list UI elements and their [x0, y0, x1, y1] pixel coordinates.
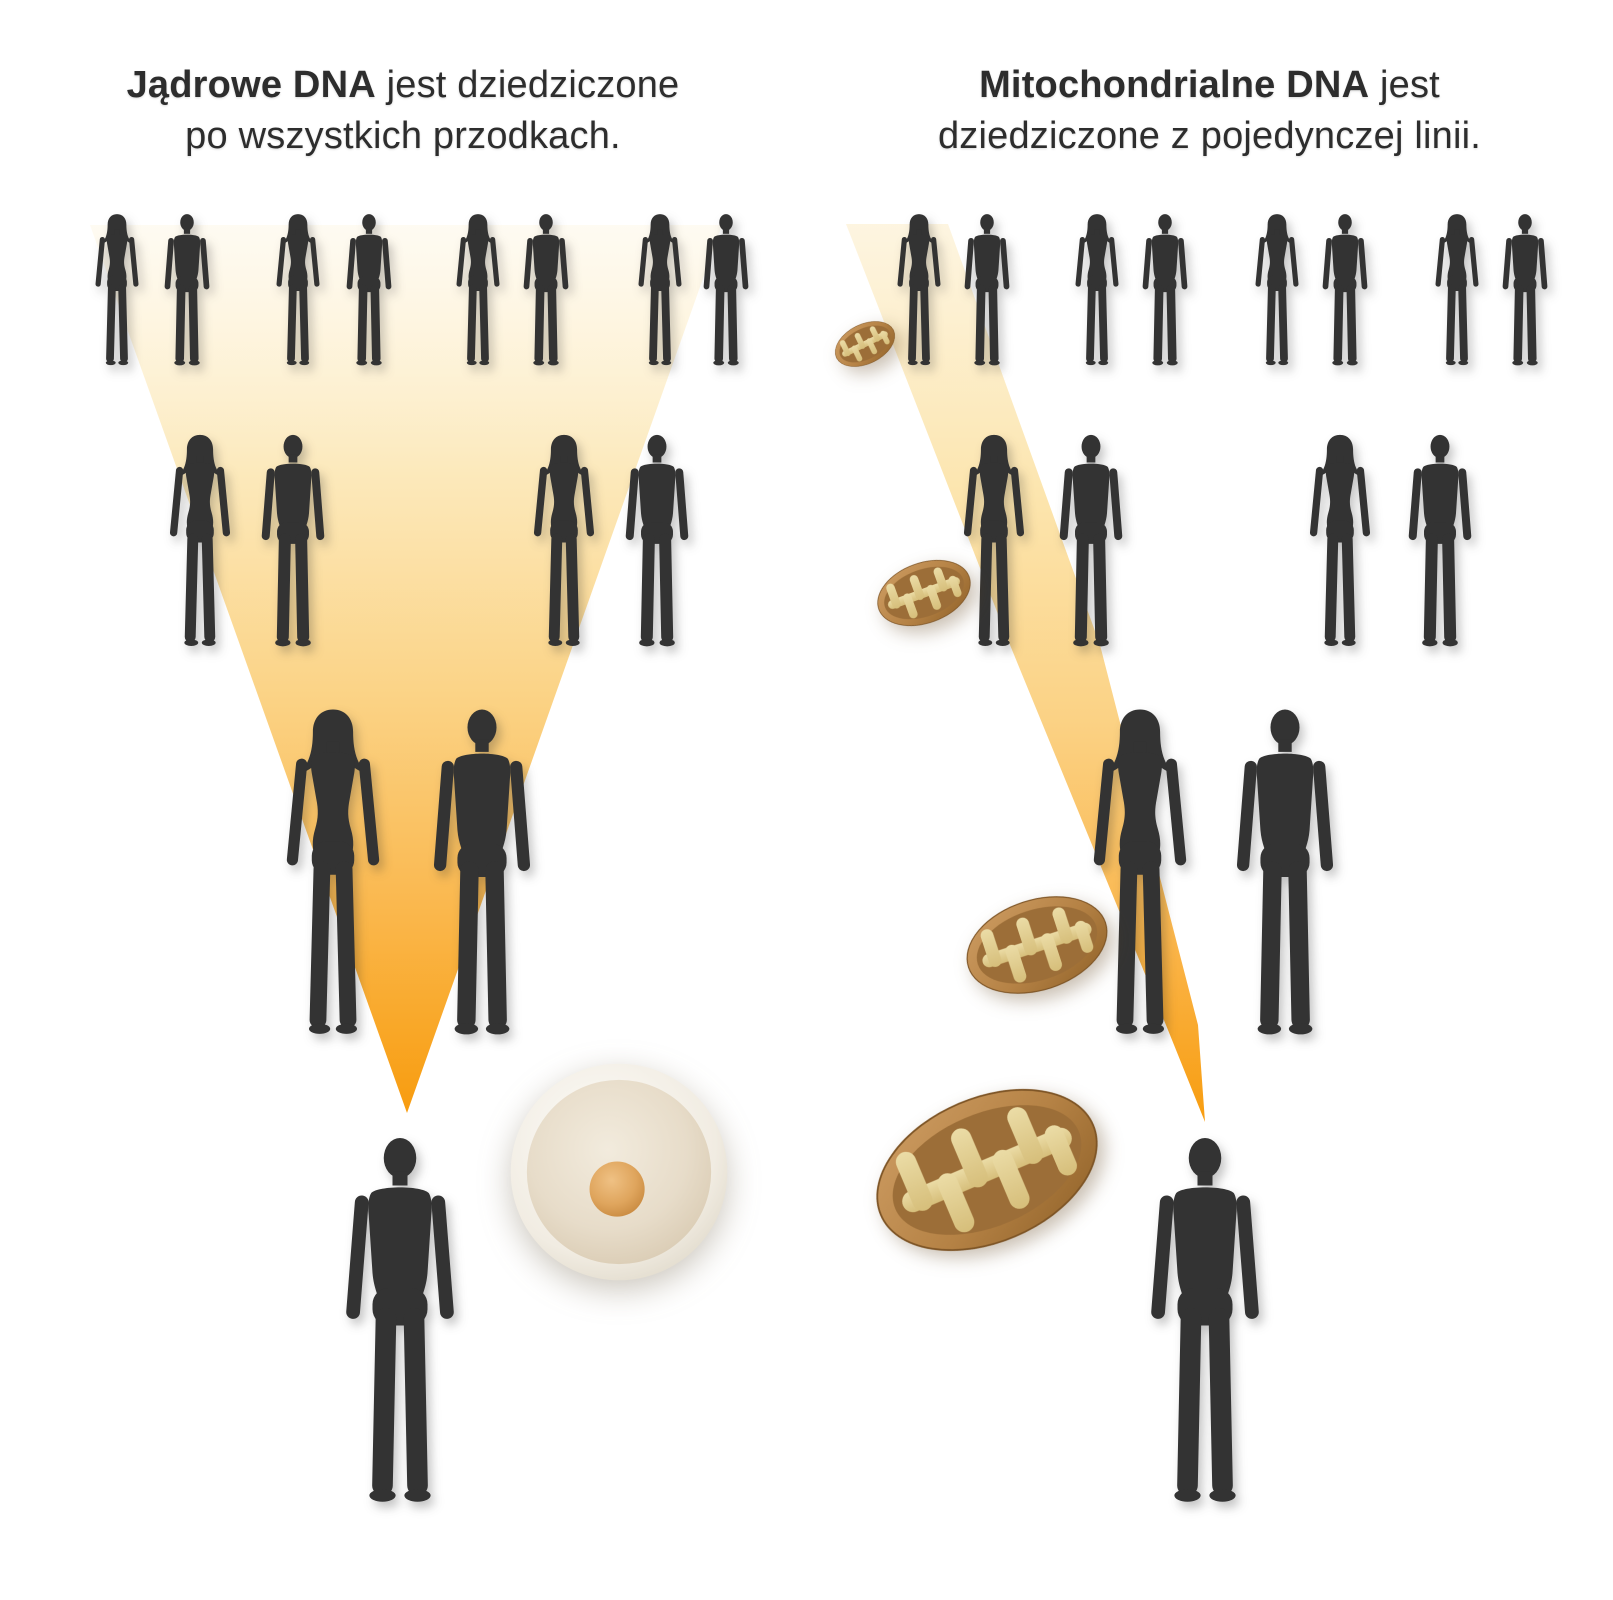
- left-title-rest: jest dziedziczone: [375, 64, 680, 106]
- person-female-silhouette: [1435, 214, 1479, 366]
- left-panel-title: Jądrowe DNA jest dziedziczone po wszystk…: [0, 60, 806, 162]
- mitochondrion-icon: [954, 879, 1120, 1011]
- mitochondrion-medium: [868, 548, 980, 638]
- egg-cell-illustration: [510, 1063, 728, 1281]
- person-female-silhouette: [1075, 214, 1119, 366]
- person-female-silhouette: [1255, 214, 1299, 366]
- right-generation-1: [897, 214, 1548, 366]
- mitochondrion-icon: [868, 548, 980, 638]
- mitochondrion-icon: [851, 1057, 1123, 1283]
- left-title-line1: Jądrowe DNA jest dziedziczone: [127, 64, 680, 106]
- left-descendant-male-silhouette: [345, 1138, 455, 1502]
- right-title-bold: Mitochondrialne DNA: [979, 64, 1370, 106]
- mitochondrial-dna-beam: [846, 224, 1205, 1122]
- person-male-silhouette: [1322, 214, 1368, 366]
- person-male-silhouette: [1236, 709, 1334, 1035]
- right-descendant-male-silhouette: [1150, 1138, 1260, 1502]
- right-panel-title: Mitochondrialne DNA jest dziedziczone z …: [806, 60, 1613, 162]
- person-male-silhouette: [1408, 434, 1472, 647]
- right-title-line2: dziedziczone z pojedynczej linii.: [937, 114, 1482, 157]
- left-title-bold: Jądrowe DNA: [126, 64, 376, 106]
- mitochondrion-x-large: [851, 1057, 1123, 1283]
- right-title-rest: jest: [1369, 64, 1440, 106]
- right-generation-3: [1093, 709, 1334, 1035]
- person-male-silhouette: [1142, 214, 1188, 366]
- right-title-line1: Mitochondrialne DNA jest: [979, 64, 1440, 106]
- person-female-silhouette: [1309, 434, 1371, 647]
- person-male-silhouette: [1502, 214, 1548, 366]
- mitochondrion-large: [954, 879, 1120, 1011]
- left-title-line2: po wszystkich przodkach.: [185, 114, 621, 157]
- nuclear-dna-funnel: [90, 225, 722, 1113]
